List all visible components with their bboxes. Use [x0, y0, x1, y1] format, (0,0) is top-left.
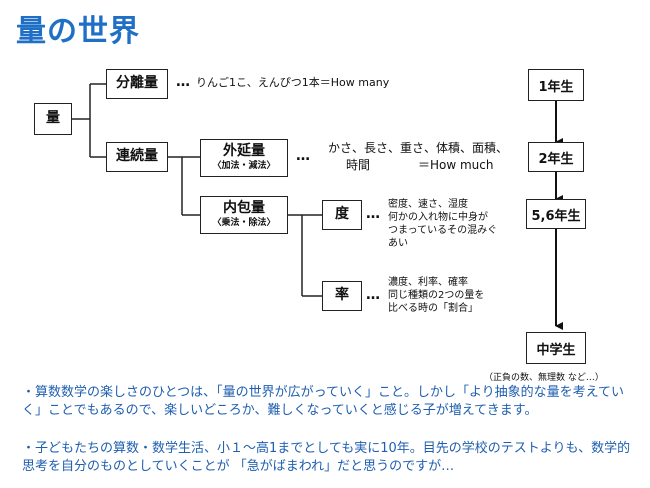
- discrete-quantity-label: 分離量: [116, 75, 158, 92]
- grade-box-3: 5,6年生: [526, 199, 586, 229]
- discrete-dots: …: [176, 74, 190, 90]
- intensive-quantity-box: 内包量 〈乗法・除法〉: [200, 196, 288, 234]
- extensive-description-line: かさ、長さ、重さ、体積、面積、: [328, 141, 509, 155]
- quantity-root-label: 量: [46, 110, 60, 127]
- grade-box-1: 1年生: [528, 69, 584, 101]
- rate-description-line: 同じ種類の2つの量を: [388, 290, 485, 301]
- extensive-description: かさ、長さ、重さ、体積、面積、 時間 ＝How much: [328, 140, 508, 174]
- rate-description: 濃度、利率、確率 同じ種類の2つの量を 比べる時の「割合」: [388, 276, 484, 315]
- grade-box-2: 2年生: [528, 142, 584, 172]
- intensive-quantity-operations: 〈乗法・除法〉: [212, 217, 276, 228]
- discrete-description: りんご1こ、えんぴつ1本＝How many: [196, 76, 390, 89]
- continuous-quantity-box: 連続量: [106, 142, 168, 172]
- rate-dots: …: [366, 287, 380, 303]
- extensive-description-line: 時間 ＝How much: [346, 158, 494, 172]
- degree-box: 度: [322, 200, 362, 230]
- rate-description-line: 比べる時の「割合」: [388, 303, 478, 314]
- degree-description-line: あい: [388, 238, 408, 249]
- degree-label: 度: [335, 206, 349, 223]
- degree-description-line: 何かの入れ物に中身が: [388, 212, 488, 223]
- quantity-root-box: 量: [34, 103, 72, 135]
- extensive-quantity-operations: 〈加法・減法〉: [212, 160, 276, 171]
- intensive-quantity-label: 内包量: [223, 200, 265, 217]
- continuous-quantity-label: 連続量: [116, 148, 158, 165]
- extensive-quantity-box: 外延量 〈加法・減法〉: [200, 139, 288, 177]
- grade-note: （正負の数、無理数 など…）: [484, 373, 604, 383]
- rate-description-line: 濃度、利率、確率: [388, 277, 468, 288]
- rate-label: 率: [335, 287, 349, 304]
- page-title: 量の世界: [16, 14, 140, 49]
- degree-description: 密度、速さ、湿度 何かの入れ物に中身が つまっているその混みぐ あい: [388, 198, 497, 250]
- paragraph-1: ・算数数学の楽しさのひとつは、「量の世界が広がっていく」こと。しかし「より抽象的…: [22, 385, 625, 418]
- degree-description-line: 密度、速さ、湿度: [388, 199, 468, 210]
- degree-description-line: つまっているその混みぐ: [388, 225, 498, 236]
- discrete-quantity-box: 分離量: [106, 69, 168, 99]
- degree-dots: …: [366, 206, 380, 222]
- rate-box: 率: [322, 281, 362, 311]
- grade-box-4: 中学生: [526, 332, 586, 364]
- paragraph-2: ・子どもたちの算数・数学生活、小１～高1までとしても実に10年。目先の学校のテス…: [22, 441, 631, 474]
- extensive-dots: …: [296, 148, 310, 164]
- extensive-quantity-label: 外延量: [223, 143, 265, 160]
